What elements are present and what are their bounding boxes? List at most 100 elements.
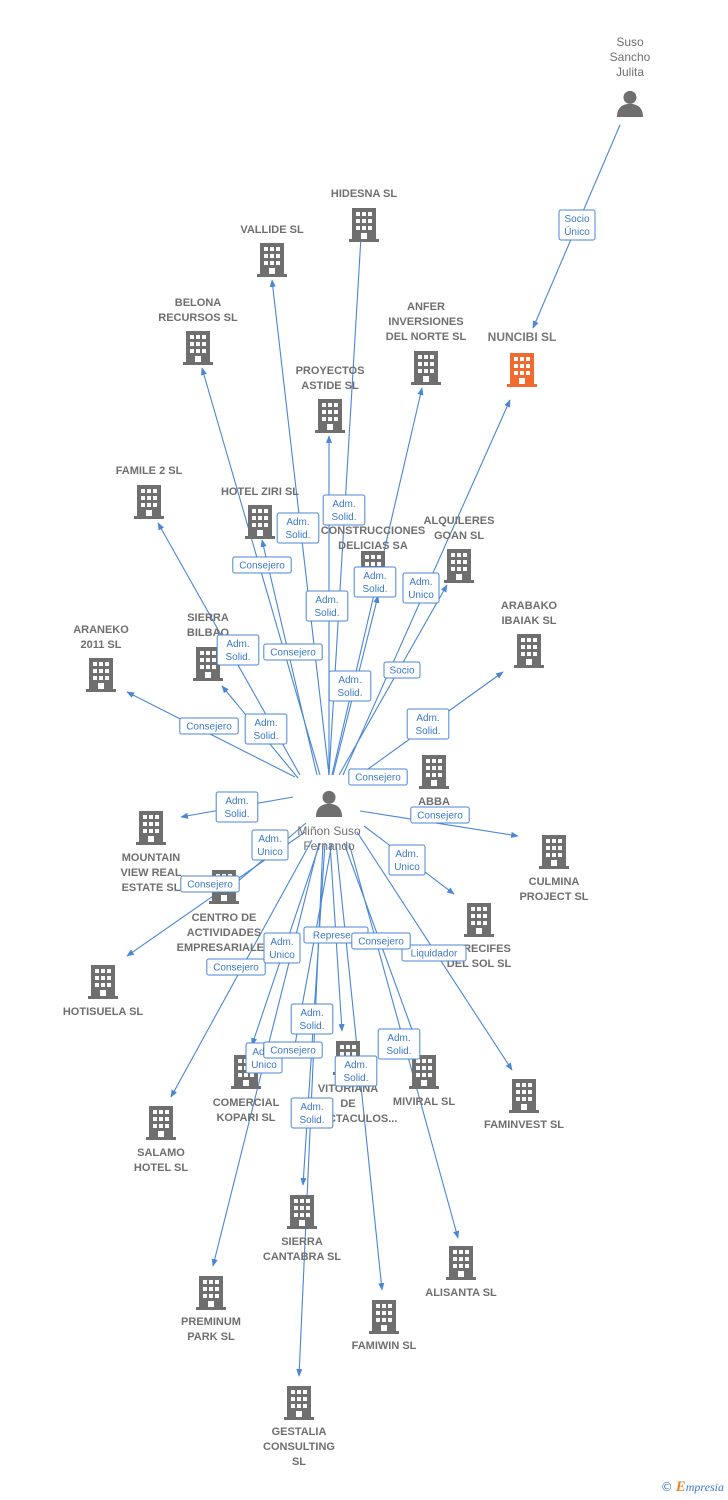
company-sierracantabra-label: CANTABRA SL	[263, 1251, 341, 1263]
person-suso-label: Sancho	[610, 50, 651, 64]
relation-badge[interactable]: Adm.Unico	[251, 829, 289, 861]
building-icon	[196, 1276, 226, 1310]
relation-badge[interactable]: Adm.Solid.	[276, 512, 320, 544]
relation-badge[interactable]: Consejero	[351, 932, 411, 950]
company-node-alisanta[interactable]: ALISANTA SL	[425, 1246, 497, 1299]
company-anfer-label: ANFER	[407, 301, 445, 313]
company-proyectos-label: PROYECTOS	[296, 365, 365, 377]
company-centro-label: CENTRO DE	[192, 912, 257, 924]
company-salamo-label: HOTEL SL	[134, 1162, 188, 1174]
company-node-faminvest[interactable]: FAMINVEST SL	[484, 1079, 564, 1131]
company-construcciones-label: DELICIAS SA	[338, 540, 408, 552]
relation-label: Liquidador	[411, 949, 458, 960]
relation-badge[interactable]: Liquidador	[401, 944, 467, 962]
company-node-hotisuela[interactable]: HOTISUELA SL	[63, 965, 144, 1018]
building-icon	[419, 755, 449, 789]
relation-label: Adm.	[286, 517, 309, 528]
company-node-nuncibi[interactable]: NUNCIBI SL	[488, 330, 557, 387]
relation-label: Solid.	[299, 1115, 324, 1126]
relation-label: Adm.	[363, 571, 386, 582]
relation-badge[interactable]: Adm.Solid.	[322, 494, 366, 526]
company-hotelziri-label: HOTEL ZIRI SL	[221, 486, 299, 498]
relation-badge[interactable]: Adm.Solid.	[290, 1097, 334, 1129]
relation-badge[interactable]: Adm.Solid.	[215, 791, 259, 823]
brand-initial: E	[675, 1479, 686, 1495]
relation-badge[interactable]: Consejero	[348, 768, 408, 786]
company-mountain-label: ESTATE SL	[122, 882, 181, 894]
relation-label: Adm.	[387, 1033, 410, 1044]
relation-badge[interactable]: Adm.Solid.	[305, 590, 349, 622]
relation-badge[interactable]: Adm.Unico	[263, 932, 301, 964]
relation-badge[interactable]: Adm.Solid.	[328, 670, 372, 702]
relation-badge[interactable]: Adm.Unico	[402, 572, 440, 604]
relation-badge[interactable]: Adm.Solid.	[216, 634, 260, 666]
relation-badge[interactable]: Adm.Solid.	[353, 566, 397, 598]
company-node-hotelziri[interactable]: HOTEL ZIRI SL	[221, 486, 299, 539]
company-node-construcciones[interactable]: CONSTRUCCIONES DELICIAS SA	[321, 525, 426, 585]
building-icon	[349, 208, 379, 242]
building-icon	[257, 243, 287, 277]
brand-name[interactable]: mpresia	[685, 1480, 724, 1494]
company-node-vallide[interactable]: VALLIDE SL	[240, 224, 304, 277]
building-icon	[539, 835, 569, 869]
relation-badge[interactable]: Adm.Solid.	[377, 1028, 421, 1060]
company-arabako-label: ARABAKO	[501, 600, 558, 612]
relation-label: Adm.	[258, 834, 281, 845]
relation-badge[interactable]: Socio	[383, 661, 421, 679]
relation-label: Solid.	[415, 726, 440, 737]
company-araneko-label: 2011 SL	[81, 639, 122, 651]
company-famiwin-label: FAMIWIN SL	[352, 1340, 417, 1352]
relation-badge[interactable]: Adm.Solid.	[406, 708, 450, 740]
relation-badge[interactable]: Consejero	[410, 806, 470, 824]
relation-label: Único	[564, 225, 590, 238]
company-node-hidesna[interactable]: HIDESNA SL	[331, 188, 397, 242]
relation-label: Unico	[251, 1060, 277, 1071]
relation-badge[interactable]: Adm.Unico	[388, 844, 426, 876]
company-abba-label: ABBA	[418, 796, 450, 808]
company-mountain-label: VIEW REAL	[120, 867, 181, 879]
building-icon	[284, 1386, 314, 1420]
relation-label: Consejero	[270, 648, 316, 659]
company-node-famiwin[interactable]: FAMIWIN SL	[352, 1300, 417, 1352]
relation-badge[interactable]: Adm.Solid.	[334, 1055, 378, 1087]
company-construcciones-label: CONSTRUCCIONES	[321, 525, 426, 537]
relation-badge[interactable]: Consejero	[180, 875, 240, 893]
relation-badge[interactable]: Consejero	[263, 1041, 323, 1059]
company-comercial-label: KOPARI SL	[216, 1112, 275, 1124]
company-belona-label: BELONA	[175, 297, 222, 309]
relation-badge[interactable]: Consejero	[206, 958, 266, 976]
relation-label: Consejero	[186, 722, 232, 733]
relation-badge[interactable]: Consejero	[263, 643, 323, 661]
company-node-sierracantabra[interactable]: SIERRA CANTABRA SL	[263, 1195, 341, 1263]
relation-badge[interactable]: Consejero	[179, 717, 239, 735]
relation-badge[interactable]: Consejero	[232, 556, 292, 574]
company-node-famile[interactable]: FAMILE 2 SL	[116, 465, 183, 519]
company-centro-label: EMPRESARIALES	[177, 942, 272, 954]
company-culmina-label: PROJECT SL	[519, 891, 588, 903]
company-alquileres-label: GOAN SL	[434, 530, 484, 542]
relation-badge[interactable]: Adm.Solid.	[290, 1003, 334, 1035]
relation-labels: SocioÚnicoAdm.Solid.Adm.Solid.ConsejeroA…	[179, 209, 596, 1129]
company-node-miviral[interactable]: MIVIRAL SL	[393, 1055, 455, 1108]
person-icon	[616, 90, 644, 117]
relation-badge[interactable]: Adm.Solid.	[244, 713, 288, 745]
company-sierracantabra-label: SIERRA	[281, 1236, 323, 1248]
building-icon	[369, 1300, 399, 1334]
relation-label: Consejero	[417, 811, 463, 822]
